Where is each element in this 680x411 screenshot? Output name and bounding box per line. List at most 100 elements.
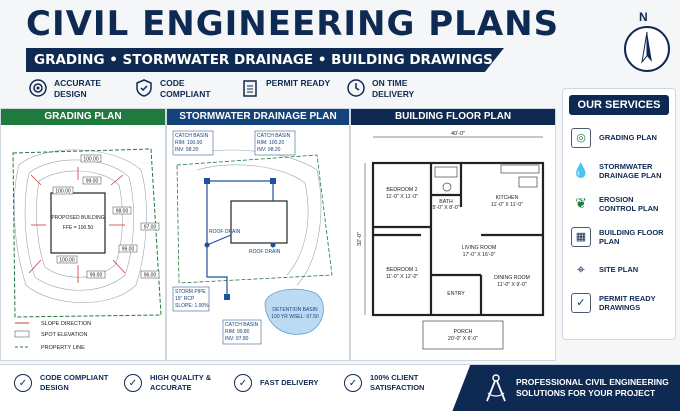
storm-pipe-size: 15" RCP (175, 296, 195, 302)
room-living-size: 17'-0" X 16'-0" (463, 252, 496, 258)
benefit-client-satisfaction: ✓ 100% CLIENT SATISFACTION (344, 373, 454, 393)
target-icon (29, 79, 47, 97)
check-circle-icon: ✓ (344, 374, 362, 392)
catch-basin-3-title: CATCH BASIN (225, 322, 259, 328)
subtitle-banner: GRADING • STORMWATER DRAINAGE • BUILDING… (26, 48, 504, 72)
service-label: BUILDING FLOOR PLAN (599, 227, 664, 246)
room-porch-size: 20'-0" X 6'-0" (448, 336, 478, 342)
benefit-label: FAST DELIVERY (260, 378, 319, 387)
spot-elevation: 99.00 (86, 179, 99, 185)
floor-plan-title: BUILDING FLOOR PLAN (351, 109, 555, 125)
roof-drain-2-label: ROOF DRAIN (249, 249, 281, 255)
spot-elevation: 98.00 (116, 209, 129, 215)
room-kitchen-name: KITCHEN (496, 195, 519, 201)
service-label: PERMIT READY DRAWINGS (599, 293, 656, 312)
feature-list: ACCURATE DESIGN CODE COMPLIANT PERMIT RE… (28, 78, 438, 100)
roof-drain-1-label: ROOF DRAIN (209, 229, 241, 235)
benefit-label: HIGH QUALITY & ACCURATE (150, 373, 212, 392)
room-porch-name: PORCH (454, 329, 473, 335)
benefit-fast-delivery: ✓ FAST DELIVERY (234, 373, 344, 393)
service-stormwater-drainage-plan[interactable]: 💧 STORMWATER DRAINAGE PLAN (563, 154, 675, 187)
room-dining-name: DINING ROOM (494, 275, 530, 281)
drafting-compass-icon (486, 374, 506, 402)
feature-label: PERMIT READY (266, 78, 331, 88)
clipboard-icon: ✓ (571, 292, 591, 313)
stormwater-plan-title: STORMWATER DRAINAGE PLAN (167, 109, 349, 125)
floor-plan-drawing: 40'-0" 32'-0" (357, 131, 545, 350)
floorplan-icon: ▦ (571, 226, 591, 247)
spot-elevation: 96.00 (144, 273, 157, 279)
benefit-high-quality: ✓ HIGH QUALITY & ACCURATE (124, 373, 234, 393)
benefit-code-compliant: ✓ CODE COMPLIANT DESIGN (14, 373, 124, 393)
compass-letter: N (639, 10, 648, 24)
feature-label: ACCURATE DESIGN (54, 78, 102, 99)
grading-drawing: PROPOSED BUILDING FFE = 100.50 100.00 10… (12, 148, 162, 351)
spot-elevation: 100.00 (83, 157, 99, 163)
room-entry-name: ENTRY (447, 291, 465, 297)
stormwater-plan-panel: STORMWATER DRAINAGE PLAN (166, 108, 350, 361)
room-bedroom1-name: BEDROOM 1 (386, 267, 417, 273)
service-label: GRADING PLAN (599, 133, 657, 142)
stormwater-drawing: CATCH BASIN RIM: 100.00 INV: 98.20 CATCH… (172, 130, 333, 345)
feature-accurate-design: ACCURATE DESIGN (28, 78, 120, 100)
checklist-icon (243, 80, 257, 97)
storm-pipe-slope: SLOPE: 1.00% (175, 303, 209, 309)
feature-code-compliant: CODE COMPLIANT (134, 78, 226, 100)
room-bedroom1-size: 11'-0" X 12'-0" (386, 274, 419, 280)
grading-plan-panel: GRADING PLAN PROPOSED BUILDING FFE = 100… (0, 108, 166, 361)
catch-basin-2-rim: RIM: 100.20 (257, 140, 284, 146)
legend-slope-direction: SLOPE DIRECTION (41, 321, 91, 327)
catch-basin-3-inv: INV: 97.80 (225, 336, 249, 342)
grading-legend: SLOPE DIRECTION SPOT ELEVATION PROPERTY … (14, 321, 91, 351)
services-panel: OUR SERVICES ◎ GRADING PLAN 💧 STORMWATER… (562, 88, 676, 340)
room-bath-size: 5'-0" X 8'-0" (432, 205, 459, 211)
footer: ✓ CODE COMPLIANT DESIGN ✓ HIGH QUALITY &… (0, 364, 680, 411)
footer-benefits: ✓ CODE COMPLIANT DESIGN ✓ HIGH QUALITY &… (14, 373, 454, 393)
compass-circle (624, 26, 670, 72)
spot-elevation: 100.00 (59, 258, 75, 264)
feature-label: CODE COMPLIANT (160, 78, 211, 99)
footer-cta: PROFESSIONAL CIVIL ENGINEERING SOLUTIONS… (452, 365, 680, 411)
detention-basin-detail: 100 YR WSEL: 97.50 (271, 314, 319, 320)
check-circle-icon: ✓ (14, 374, 32, 392)
service-label: SITE PLAN (599, 265, 639, 274)
width-dimension: 40'-0" (451, 131, 465, 137)
room-bedroom2-name: BEDROOM 2 (386, 187, 417, 193)
service-grading-plan[interactable]: ◎ GRADING PLAN (563, 121, 675, 154)
check-circle-icon: ✓ (124, 374, 142, 392)
feature-label: ON TIME DELIVERY (372, 78, 415, 99)
service-label: EROSION CONTROL PLAN (599, 194, 659, 213)
catch-basin-1-rim: RIM: 100.00 (175, 140, 202, 146)
service-permit-ready-drawings[interactable]: ✓ PERMIT READY DRAWINGS (563, 286, 675, 319)
north-compass: N (624, 10, 670, 72)
legend-property-line: PROPERTY LINE (41, 345, 85, 351)
feature-permit-ready: PERMIT READY (240, 78, 332, 100)
spot-elevation: 97.00 (144, 225, 157, 231)
services-title: OUR SERVICES (569, 95, 669, 115)
service-site-plan[interactable]: ⌖ SITE PLAN (563, 253, 675, 286)
map-pin-icon: ⌖ (577, 261, 585, 277)
catch-basin-1-title: CATCH BASIN (175, 133, 209, 139)
feature-on-time-delivery: ON TIME DELIVERY (346, 78, 438, 100)
spot-elevation: 100.00 (55, 189, 71, 195)
ffe-label: FFE = 100.50 (63, 225, 94, 231)
service-erosion-control-plan[interactable]: ❦ EROSION CONTROL PLAN (563, 187, 675, 220)
plant-icon: ❦ (575, 195, 587, 211)
room-kitchen-size: 11'-0" X 11'-0" (491, 202, 523, 208)
room-living-name: LIVING ROOM (462, 245, 497, 251)
plan-panels: GRADING PLAN PROPOSED BUILDING FFE = 100… (0, 108, 556, 361)
grading-plan-title: GRADING PLAN (1, 109, 165, 125)
storm-pipe-title: STORM PIPE (175, 289, 206, 295)
catch-basin-2-inv: INV: 98.20 (257, 147, 281, 153)
page-title: CIVIL ENGINEERING PLANS (26, 4, 560, 44)
contour-icon: ◎ (571, 127, 591, 148)
depth-dimension: 32'-0" (357, 232, 363, 246)
catch-basin-2-title: CATCH BASIN (257, 133, 291, 139)
spot-elevation: 99.00 (90, 273, 103, 279)
catch-basin-1-inv: INV: 98.20 (175, 147, 199, 153)
shield-icon (136, 79, 152, 97)
floor-plan-panel: BUILDING FLOOR PLAN 40'-0" 32'-0" (350, 108, 556, 361)
cta-line-2: SOLUTIONS FOR YOUR PROJECT (516, 388, 656, 398)
service-building-floor-plan[interactable]: ▦ BUILDING FLOOR PLAN (563, 220, 675, 253)
room-dining-size: 11'-0" X 9'-0" (497, 282, 527, 288)
